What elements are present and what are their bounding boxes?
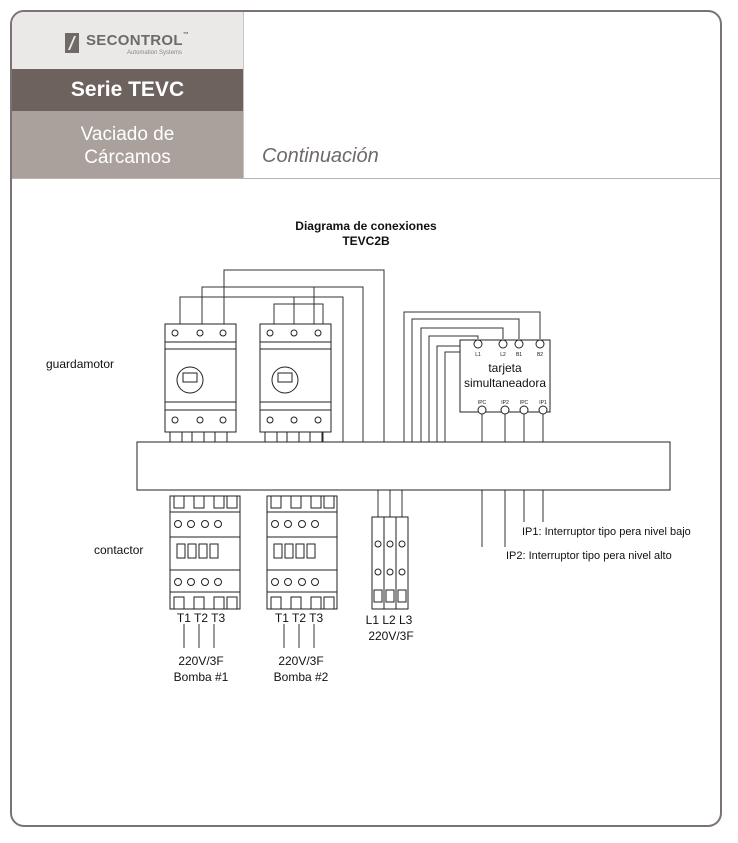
section-title: Continuación [262, 145, 379, 167]
brand-logo-icon [65, 33, 79, 53]
diagram-title: Diagrama de conexiones [295, 219, 437, 233]
contactor-2 [266, 495, 338, 610]
card-terminal-label: L2 [500, 352, 506, 358]
wiring-diagram: Diagrama de conexiones TEVC2B [46, 219, 691, 684]
diagram-model: TEVC2B [342, 234, 390, 248]
contactor-1 [169, 495, 241, 610]
header-divider [12, 178, 720, 179]
card-terminal-label: IP1 [539, 400, 547, 406]
pump1-terminals: T1 T2 T3 [177, 611, 226, 625]
brand-name: SECONTROL™ [86, 32, 190, 49]
series-banner: Serie TEVC [12, 69, 243, 111]
ip1-label: IP1: Interruptor tipo pera nivel bajo [522, 526, 691, 538]
card-terminal-label: IPC [478, 400, 487, 406]
subtitle: Vaciado de Cárcamos [12, 123, 243, 169]
label-contactor: contactor [94, 543, 143, 557]
ip2-label: IP2: Interruptor tipo pera nivel alto [506, 550, 672, 562]
subtitle-line-1: Vaciado de [80, 124, 175, 145]
pump2-voltage: 220V/3F [278, 654, 323, 668]
pump1-voltage: 220V/3F [178, 654, 223, 668]
supply-terminals: L1 L2 L3 [366, 613, 413, 627]
supply-voltage: 220V/3F [368, 629, 413, 643]
simultaneadora-card [459, 339, 551, 415]
pump1-name: Bomba #1 [174, 670, 229, 684]
subtitle-line-2: Cárcamos [84, 147, 171, 168]
pump2-terminals: T1 T2 T3 [275, 611, 324, 625]
bus-rail [136, 441, 671, 491]
card-bottom-terminals: IPC IP2 IPC IP1 [478, 400, 547, 406]
card-terminal-label: B1 [516, 352, 522, 358]
card-terminal-label: L1 [475, 352, 481, 358]
terminal-block [371, 516, 409, 610]
logo-box: SECONTROL™ Automation Systems [12, 12, 244, 70]
card-top-terminals: L1 L2 B1 B2 [475, 352, 543, 358]
pump2-name: Bomba #2 [274, 670, 329, 684]
label-guardamotor: guardamotor [46, 357, 114, 371]
header-area [243, 12, 720, 179]
guardamotor-1 [164, 323, 237, 443]
series-title: Serie TEVC [70, 78, 185, 101]
guardamotor-2 [259, 323, 332, 443]
page-frame: SECONTROL™ Automation Systems Serie TEVC… [10, 10, 722, 827]
card-label-1: tarjeta [488, 361, 522, 375]
subtitle-banner: Vaciado de Cárcamos [12, 111, 243, 179]
card-terminal-label: IP2 [501, 400, 509, 406]
card-terminal-label: IPC [520, 400, 529, 406]
card-terminal-label: B2 [537, 352, 543, 358]
brand-tagline: Automation Systems [127, 50, 183, 56]
card-label-2: simultaneadora [464, 376, 546, 390]
output-wires [183, 624, 315, 648]
